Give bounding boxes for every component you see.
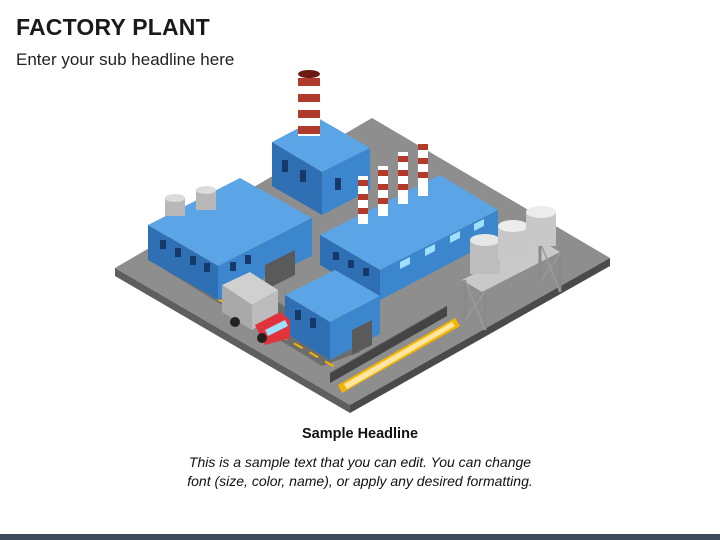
main-factory-hall bbox=[320, 175, 498, 300]
factory-plant-illustration bbox=[115, 70, 610, 413]
sample-headline: Sample Headline bbox=[301, 426, 419, 442]
bottom-bar bbox=[0, 534, 720, 540]
tall-chimney bbox=[298, 70, 320, 136]
pipeline bbox=[329, 305, 460, 393]
chimney-row bbox=[358, 140, 428, 224]
slide-subtitle: Enter your sub headline here bbox=[16, 50, 235, 69]
sample-text: This is a sample text that you can edit.… bbox=[0, 453, 720, 491]
delivery-truck bbox=[222, 272, 290, 345]
front-office bbox=[285, 270, 380, 360]
sample-text-line: font (size, color, name), or apply any d… bbox=[187, 473, 533, 489]
storage-tanks bbox=[462, 206, 562, 331]
back-building bbox=[272, 118, 370, 215]
slide-title: FACTORY PLANT bbox=[16, 14, 210, 40]
roof-tanks bbox=[165, 186, 216, 216]
sample-text-line: This is a sample text that you can edit.… bbox=[188, 454, 532, 470]
